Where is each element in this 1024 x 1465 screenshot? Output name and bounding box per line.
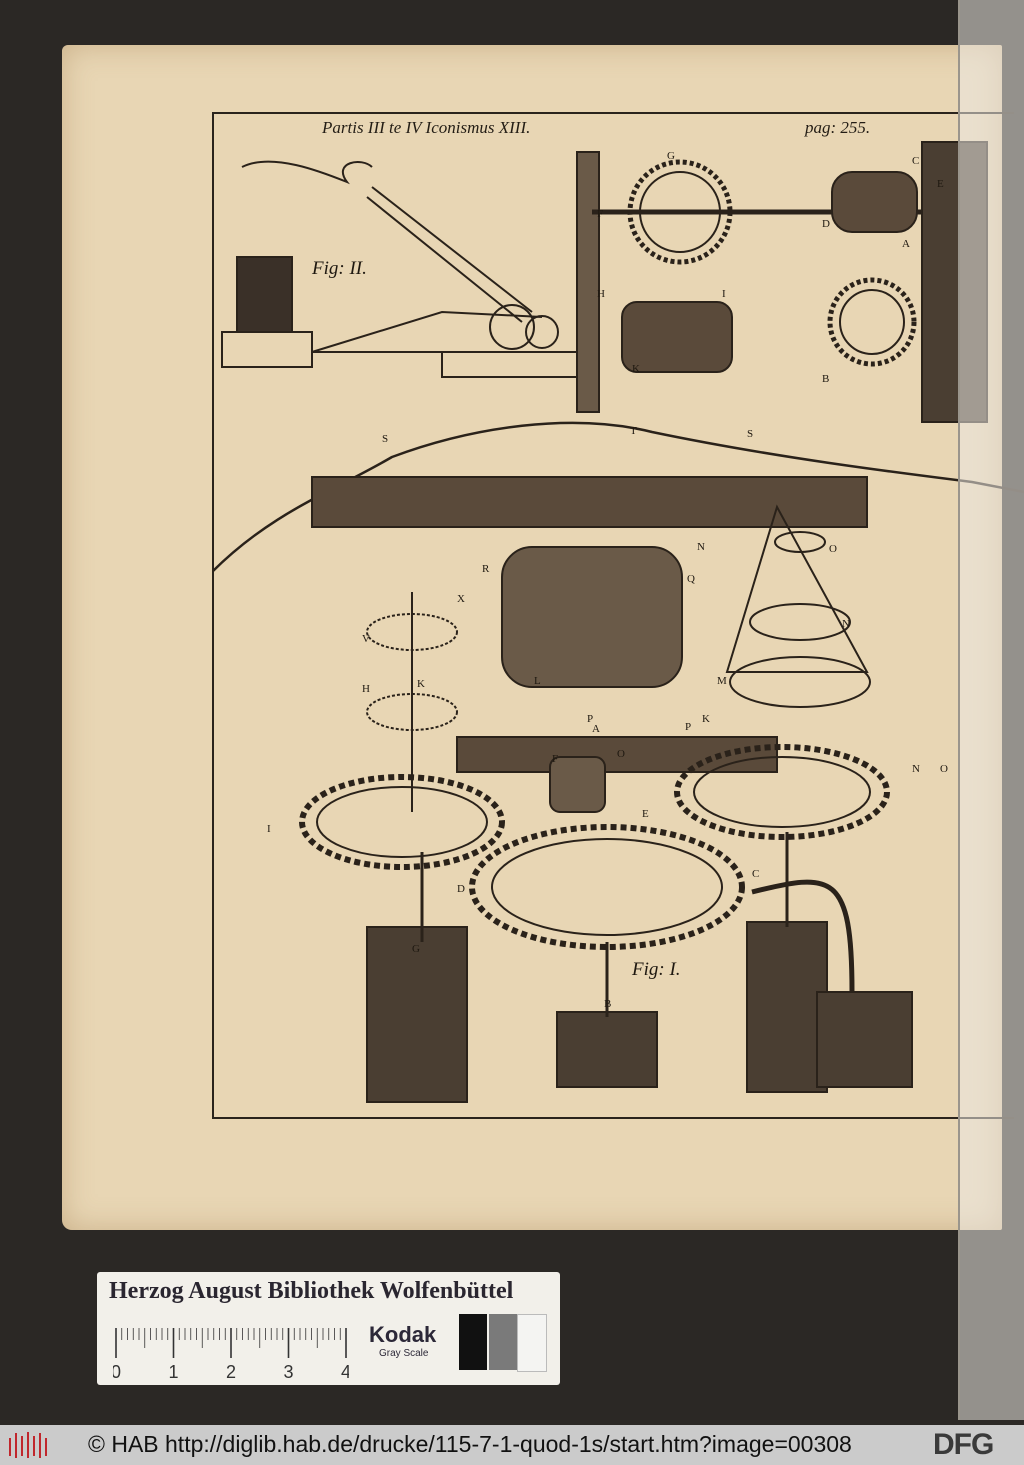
figure-2-label: Fig: II. — [311, 258, 367, 279]
letter-label: G — [667, 150, 675, 162]
pedestal-g — [366, 926, 468, 1103]
letter-label: N — [842, 618, 850, 630]
letter-label: Q — [687, 573, 695, 585]
letter-label: C — [912, 155, 919, 167]
letter-label: P — [685, 721, 691, 733]
letter-label: M — [717, 675, 727, 687]
letter-label: A — [592, 723, 600, 735]
letter-label: E — [937, 178, 944, 190]
letter-label: B — [822, 373, 829, 385]
page-reference: pag: 255. — [805, 118, 871, 137]
letter-label: F — [552, 753, 558, 765]
wheel-a — [827, 277, 917, 367]
ruler-number: 0 — [113, 1362, 121, 1382]
letter-label: K — [417, 678, 425, 690]
figure-1-label: Fig: I. — [631, 959, 681, 980]
wind-head — [241, 160, 373, 185]
letter-label: T — [630, 425, 637, 437]
wheel-n — [674, 744, 890, 840]
cone-frame — [725, 504, 869, 673]
letter-label: A — [902, 238, 910, 250]
letter-label: S — [382, 433, 388, 445]
letter-label: H — [597, 288, 605, 300]
letter-label: V — [362, 633, 370, 645]
letter-label: O — [940, 763, 948, 775]
gray-scale-label: Gray Scale — [379, 1348, 429, 1359]
ruler-number: 4 — [341, 1362, 349, 1382]
kodak-logo: Kodak — [369, 1322, 437, 1347]
gray-patch-white — [517, 1314, 547, 1372]
plate-frame — [212, 112, 1014, 1119]
letter-label: O — [829, 543, 837, 555]
letter-label: O — [617, 748, 625, 760]
anvil-block — [236, 256, 293, 333]
letter-label: C — [752, 868, 759, 880]
letter-label: S — [747, 428, 753, 440]
copyright-link[interactable]: © HAB http://diglib.hab.de/drucke/115-7-… — [88, 1431, 852, 1457]
letter-label: H — [362, 683, 370, 695]
letter-label: I — [722, 288, 726, 300]
letter-label: D — [822, 218, 830, 230]
letter-label: G — [412, 943, 420, 955]
ruler-number: 1 — [169, 1362, 179, 1382]
letter-label: E — [642, 808, 649, 820]
color-scale-card: Herzog August Bibliothek Wolfenbüttel 0 1… — [97, 1272, 560, 1385]
letter-label: P — [587, 713, 593, 725]
next-page-overlay — [958, 0, 1024, 1420]
ruler: 0 1 2 3 4 — [113, 1328, 349, 1382]
ruler-number: 3 — [284, 1362, 294, 1382]
letter-label: N — [697, 541, 705, 553]
letter-label: B — [604, 998, 611, 1010]
gray-patch-mid — [489, 1314, 517, 1370]
wheel-i — [299, 774, 505, 870]
letter-label: K — [632, 363, 640, 375]
letter-label: D — [457, 883, 465, 895]
letter-label: R — [482, 563, 490, 575]
pedestal-b — [556, 1011, 658, 1088]
letter-label: K — [702, 713, 710, 725]
engraving-illustration: Fig: II. Fig: I. G F C D E A H I K B S T S R Q X N O N V H K L… — [212, 141, 1024, 1103]
dfg-logo: DFG — [933, 1428, 994, 1461]
wheel-d — [469, 824, 745, 950]
hab-logo-icon — [9, 1432, 47, 1458]
pole — [576, 151, 600, 413]
pedestal-right — [746, 921, 828, 1093]
gray-patch-black — [459, 1314, 487, 1370]
letter-label: F — [597, 208, 603, 220]
drum — [501, 546, 683, 688]
letter-label: L — [534, 675, 541, 687]
library-name: Herzog August Bibliothek Wolfenbüttel — [109, 1278, 514, 1304]
footer-bar: © HAB http://diglib.hab.de/drucke/115-7-… — [0, 1425, 1024, 1465]
wind-blast — [366, 186, 533, 323]
drum-c — [831, 171, 918, 233]
letter-label: I — [267, 823, 271, 835]
plate-header: Partis III te IV Iconismus XIII. — [322, 118, 531, 137]
letter-label: X — [457, 593, 465, 605]
ruler-number: 2 — [226, 1362, 236, 1382]
letter-label: N — [912, 763, 920, 775]
